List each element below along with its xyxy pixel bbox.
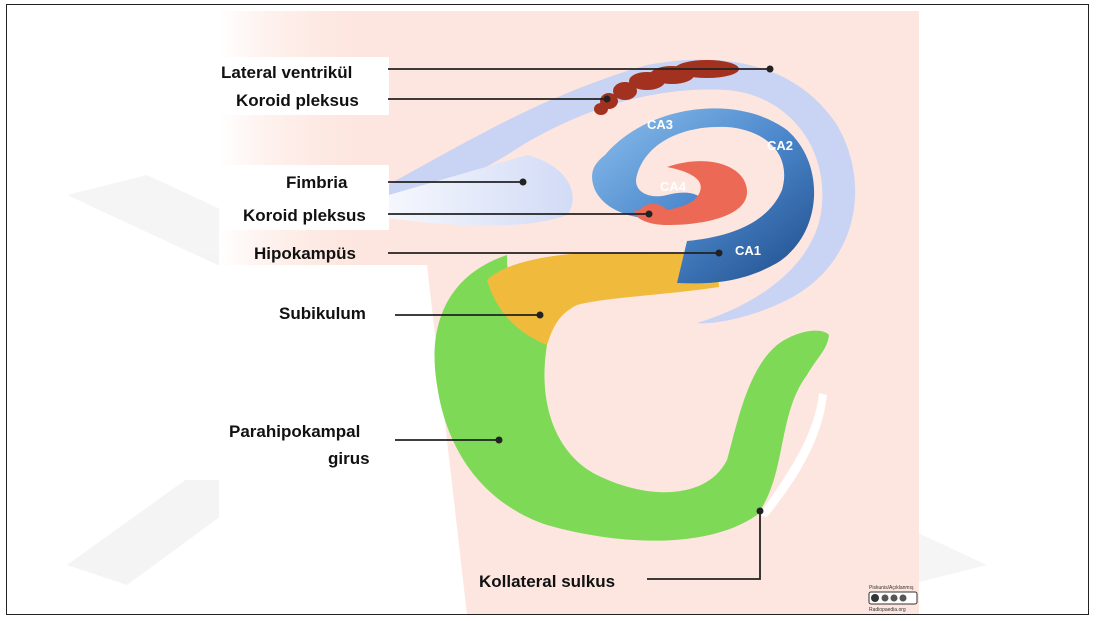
label-parahippocampal-1: Parahipokampal: [229, 422, 360, 441]
figure-frame: CA3 CA2 CA4 CA1 Lateral ventrikül Koroid…: [6, 4, 1089, 615]
ca4-label: CA4: [660, 179, 687, 194]
label-parahippocampal-2: girus: [328, 449, 370, 468]
hippocampus-diagram: CA3 CA2 CA4 CA1 Lateral ventrikül Koroid…: [7, 5, 1089, 615]
ca2-label: CA2: [767, 138, 793, 153]
svg-text:Piskunis/Açıklanmış: Piskunis/Açıklanmış: [869, 585, 914, 591]
svg-text:Radiopaedia.org: Radiopaedia.org: [869, 607, 906, 613]
label-lateral-ventricle: Lateral ventrikül: [221, 63, 352, 82]
label-choroid-plexus-top: Koroid pleksus: [236, 91, 359, 110]
label-fimbria: Fimbria: [286, 173, 348, 192]
label-collateral-sulcus: Kollateral sulkus: [479, 572, 615, 591]
ca3-label: CA3: [647, 117, 673, 132]
label-choroid-plexus-mid: Koroid pleksus: [243, 206, 366, 225]
label-hippocampus: Hipokampüs: [254, 244, 356, 263]
ca1-label: CA1: [735, 243, 761, 258]
label-subiculum: Subikulum: [279, 304, 366, 323]
